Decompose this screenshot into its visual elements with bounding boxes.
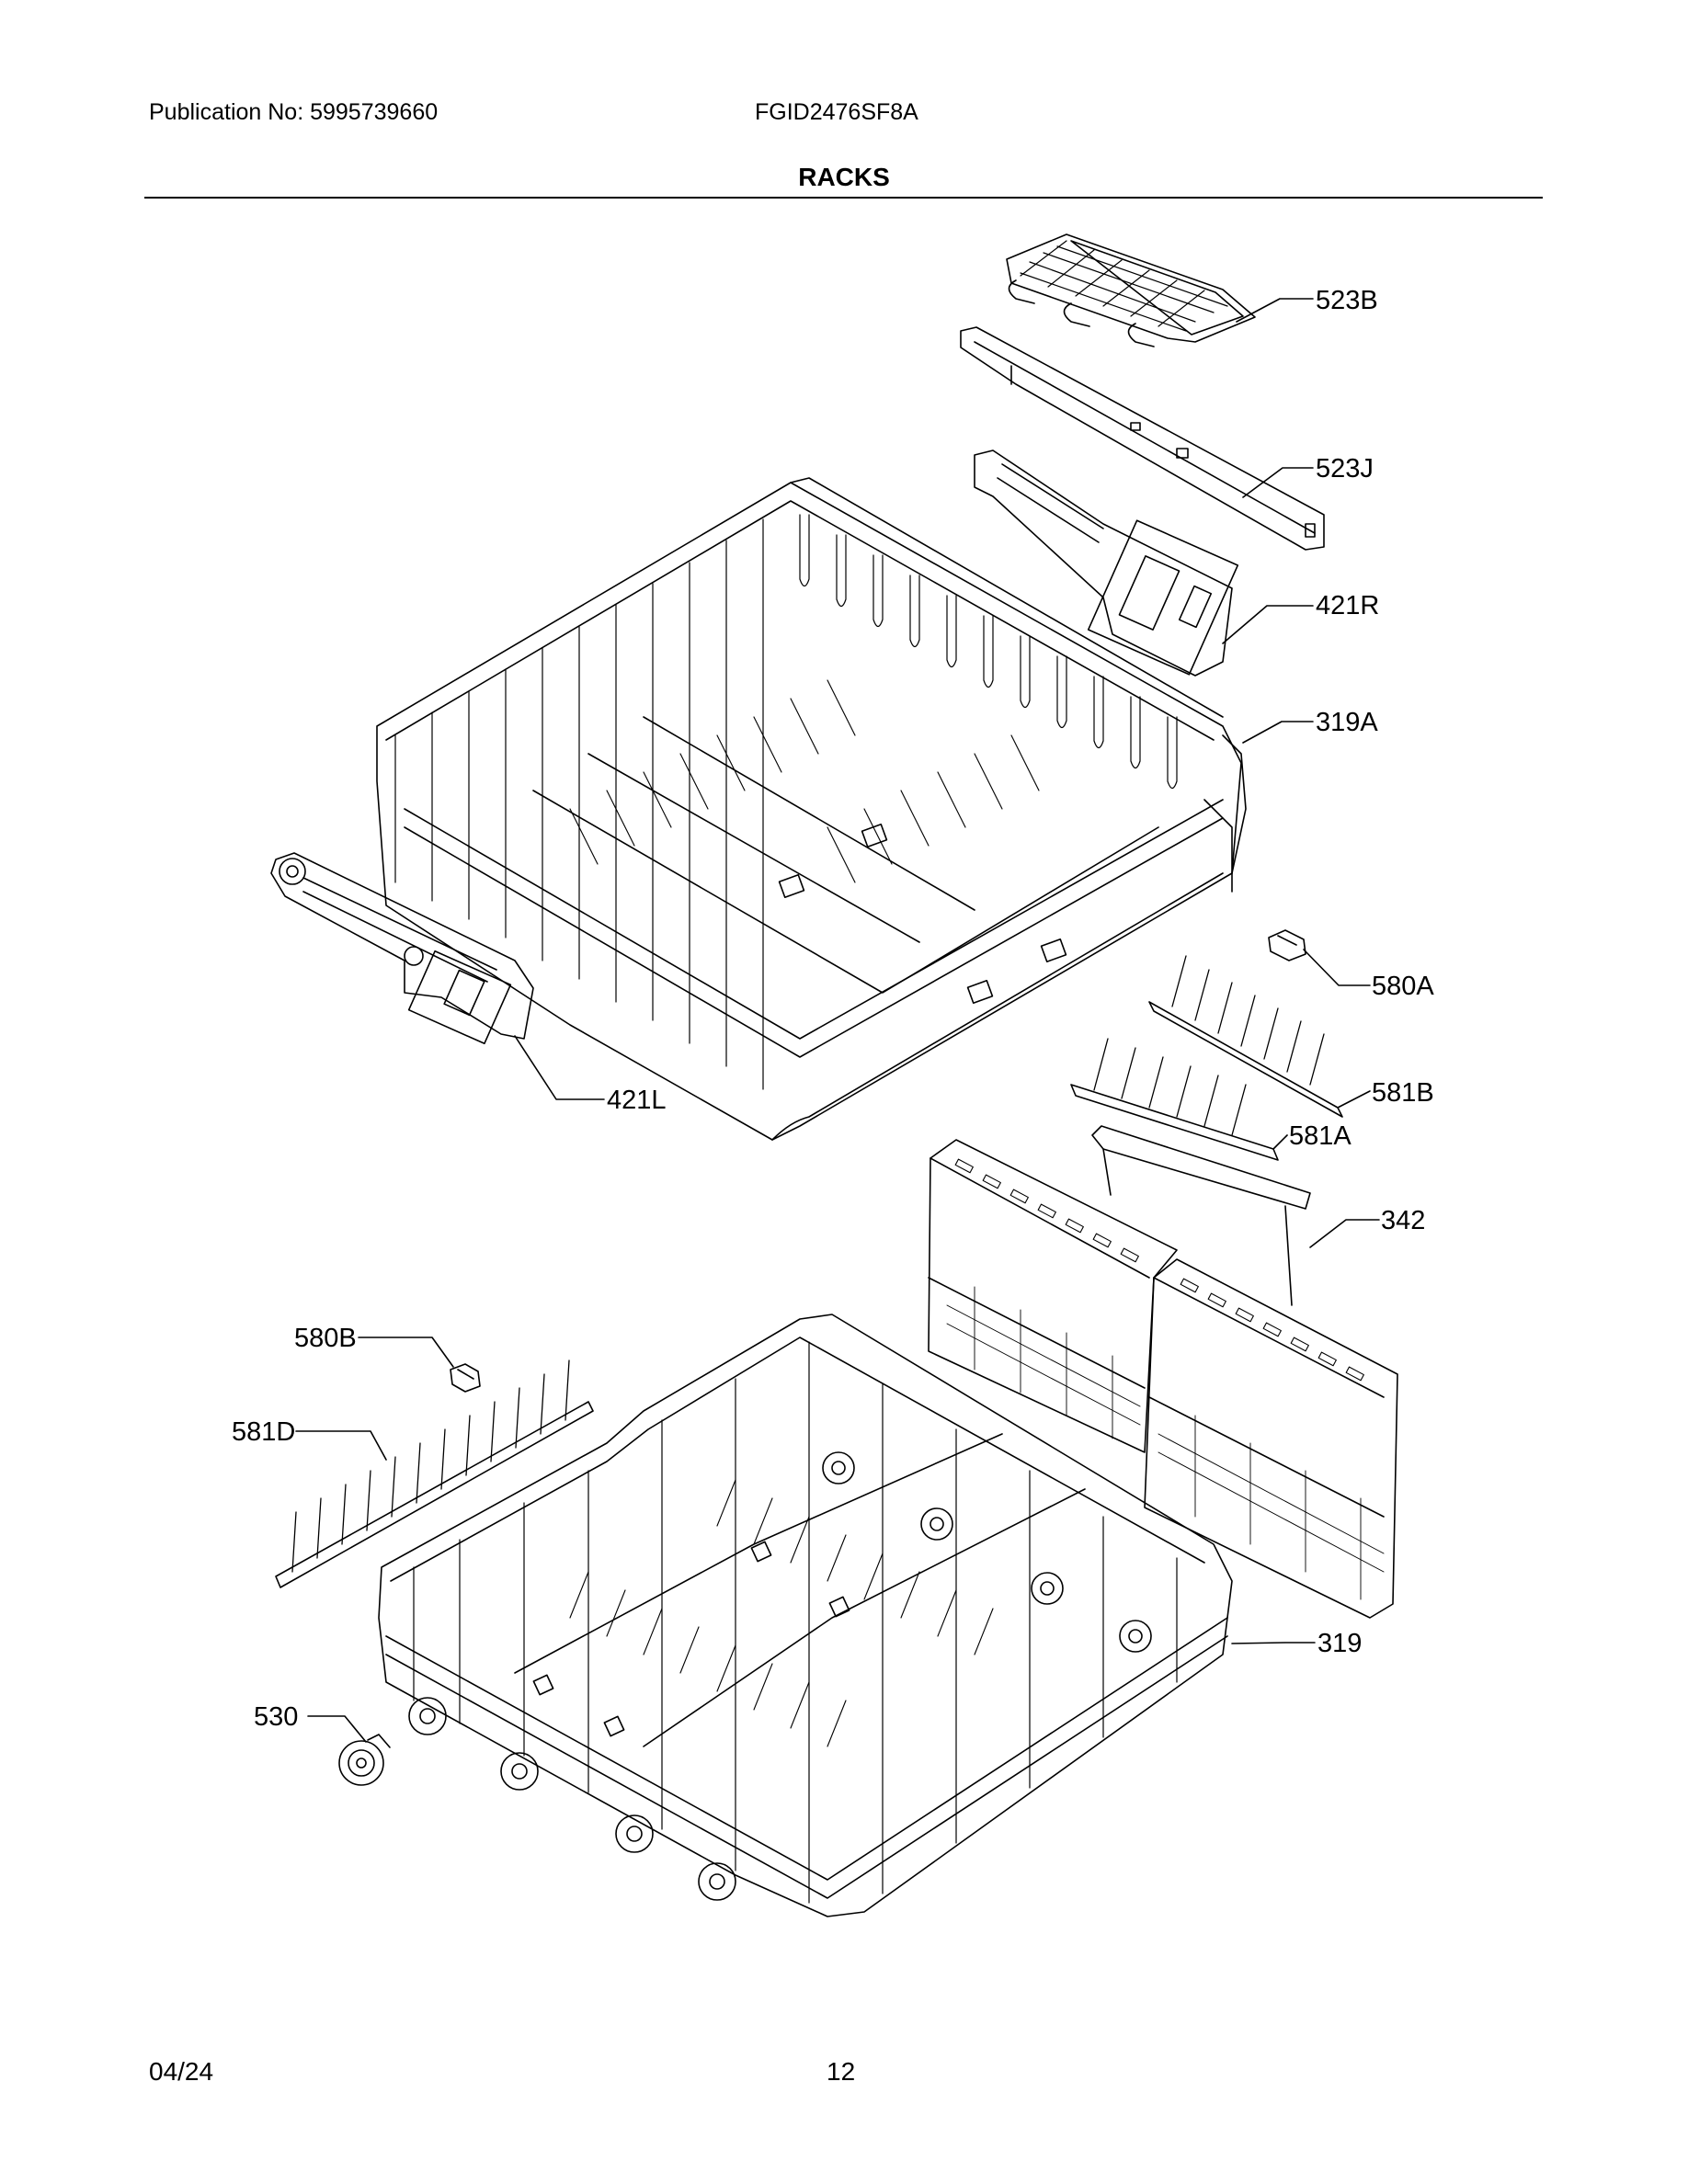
callout-421R: 421R bbox=[1316, 591, 1379, 620]
callout-342: 342 bbox=[1381, 1206, 1425, 1235]
silverware-basket-342 bbox=[929, 1126, 1397, 1618]
header-rule bbox=[144, 197, 1543, 199]
rail-523J bbox=[961, 327, 1324, 550]
back-wheels bbox=[823, 1452, 1151, 1652]
model-number: FGID2476SF8A bbox=[755, 99, 918, 125]
upper-rack-319A bbox=[377, 478, 1246, 1140]
adjuster-421R bbox=[975, 450, 1237, 676]
part-callouts: 523B 523J 421R 319A 580A 421L 581B 581A … bbox=[232, 286, 1434, 1732]
adjuster-421L bbox=[271, 853, 533, 1043]
page-number: 12 bbox=[827, 2057, 856, 2086]
callout-421L: 421L bbox=[607, 1086, 667, 1115]
footer-date: 04/24 bbox=[149, 2057, 214, 2086]
clip-580A bbox=[1269, 930, 1306, 961]
cup-shelf-523B bbox=[1007, 234, 1255, 347]
clip-580B bbox=[451, 1364, 480, 1392]
tine-row-581D bbox=[276, 1360, 593, 1587]
lower-rack-319 bbox=[379, 1314, 1232, 1917]
callout-530: 530 bbox=[254, 1702, 298, 1732]
front-wheels bbox=[409, 1698, 736, 1900]
callout-319: 319 bbox=[1317, 1629, 1362, 1658]
callout-319A: 319A bbox=[1316, 708, 1378, 737]
publication-number: Publication No: 5995739660 bbox=[149, 99, 439, 125]
callout-580B: 580B bbox=[294, 1324, 357, 1353]
callout-523B: 523B bbox=[1316, 286, 1378, 315]
tine-row-581A bbox=[1071, 1039, 1278, 1160]
callout-581D: 581D bbox=[232, 1417, 295, 1447]
leader-lines bbox=[296, 299, 1379, 1742]
callout-523J: 523J bbox=[1316, 454, 1374, 483]
callout-581A: 581A bbox=[1289, 1121, 1352, 1151]
callout-580A: 580A bbox=[1372, 972, 1434, 1001]
tine-row-581B bbox=[1149, 956, 1342, 1117]
callout-581B: 581B bbox=[1372, 1078, 1434, 1108]
page-title: RACKS bbox=[798, 163, 890, 191]
wheel-530 bbox=[339, 1735, 390, 1785]
